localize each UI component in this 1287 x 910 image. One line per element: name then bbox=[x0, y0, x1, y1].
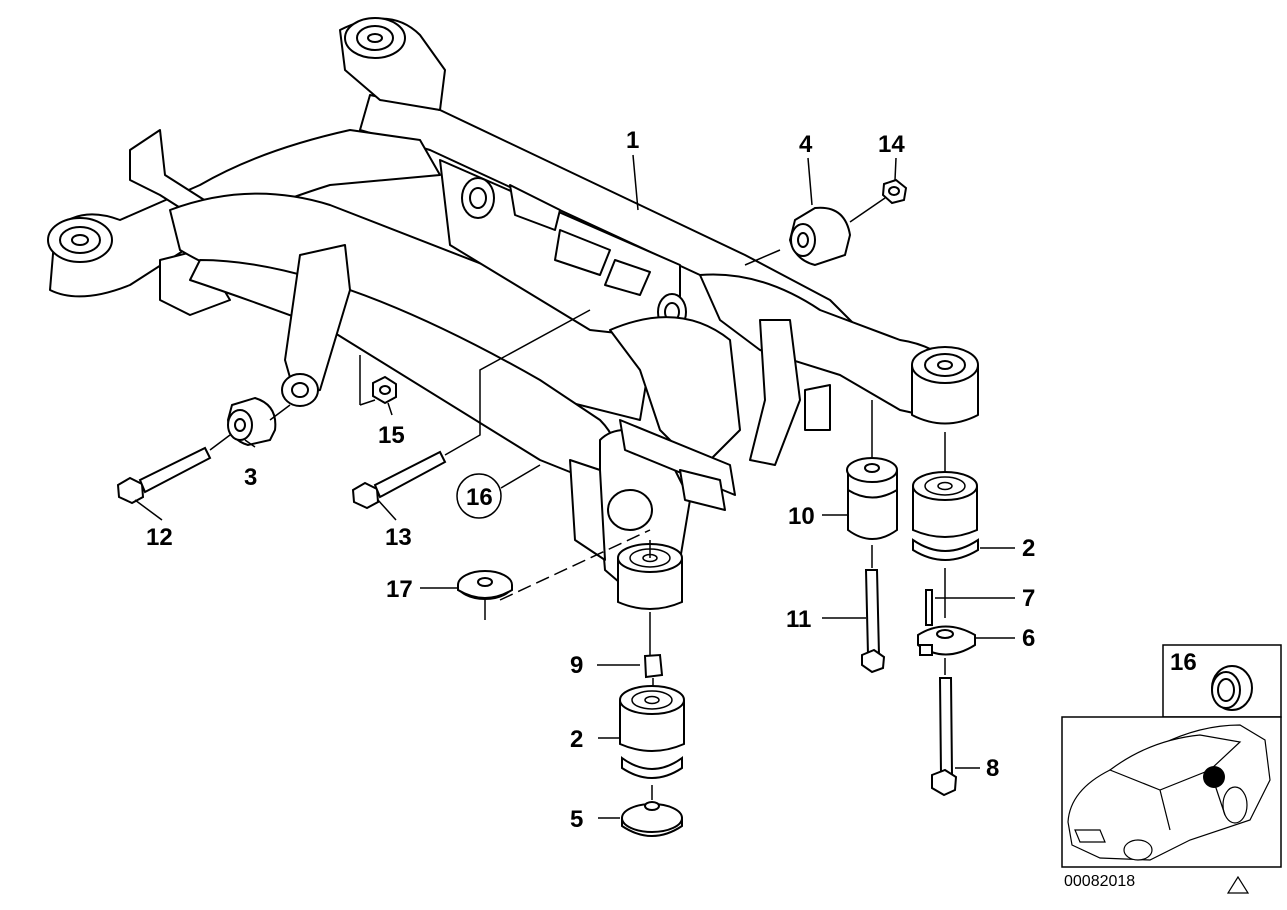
plate-part-6 bbox=[917, 625, 976, 656]
leader-lines bbox=[134, 154, 1015, 819]
callout-circle-16 bbox=[456, 473, 502, 519]
bolt-part-12 bbox=[116, 446, 212, 505]
cap-part-5 bbox=[621, 801, 683, 837]
callout-16: 16 bbox=[466, 484, 493, 511]
callout-9: 9 bbox=[570, 652, 583, 679]
screw-part-7 bbox=[925, 589, 933, 626]
bolt-part-11 bbox=[861, 569, 886, 674]
bushing-part-3 bbox=[226, 396, 277, 447]
sleeve-part-9 bbox=[643, 653, 664, 679]
bump-stop-part-10 bbox=[846, 457, 898, 540]
bushing-part-4 bbox=[788, 206, 852, 267]
callout-15: 15 bbox=[378, 422, 405, 449]
bolt-part-8 bbox=[931, 677, 958, 797]
washer-part-17 bbox=[457, 570, 513, 600]
rear-subframe bbox=[47, 17, 979, 601]
car-outline bbox=[1067, 724, 1271, 861]
callout-12: 12 bbox=[146, 524, 173, 551]
nut-part-15 bbox=[372, 375, 397, 405]
callout-8: 8 bbox=[986, 755, 999, 782]
location-marker-icon bbox=[1203, 766, 1225, 788]
mount-part-2-right bbox=[912, 471, 979, 561]
callout-11: 11 bbox=[786, 606, 811, 633]
callout-13: 13 bbox=[385, 524, 412, 551]
callout-2-lower: 2 bbox=[570, 726, 583, 753]
callout-7: 7 bbox=[1022, 585, 1035, 612]
image-code: 00082018 bbox=[1064, 873, 1135, 890]
bolt-part-13 bbox=[351, 450, 447, 510]
callout-6: 6 bbox=[1022, 625, 1035, 652]
inset-label-16: 16 bbox=[1170, 649, 1197, 676]
callout-10: 10 bbox=[788, 503, 815, 530]
inset-panel: 16 bbox=[1061, 644, 1282, 868]
nut-part-14 bbox=[881, 178, 908, 205]
callout-4: 4 bbox=[799, 131, 813, 158]
warning-triangle-icon bbox=[1226, 875, 1250, 894]
callout-5: 5 bbox=[570, 806, 583, 833]
callout-3: 3 bbox=[244, 464, 257, 491]
grommet-part-16 bbox=[1211, 665, 1253, 711]
callout-2-right: 2 bbox=[1022, 535, 1035, 562]
callout-17: 17 bbox=[386, 576, 413, 603]
mount-part-2-lower bbox=[619, 685, 685, 779]
callout-14: 14 bbox=[878, 131, 905, 158]
callout-1: 1 bbox=[626, 127, 639, 154]
